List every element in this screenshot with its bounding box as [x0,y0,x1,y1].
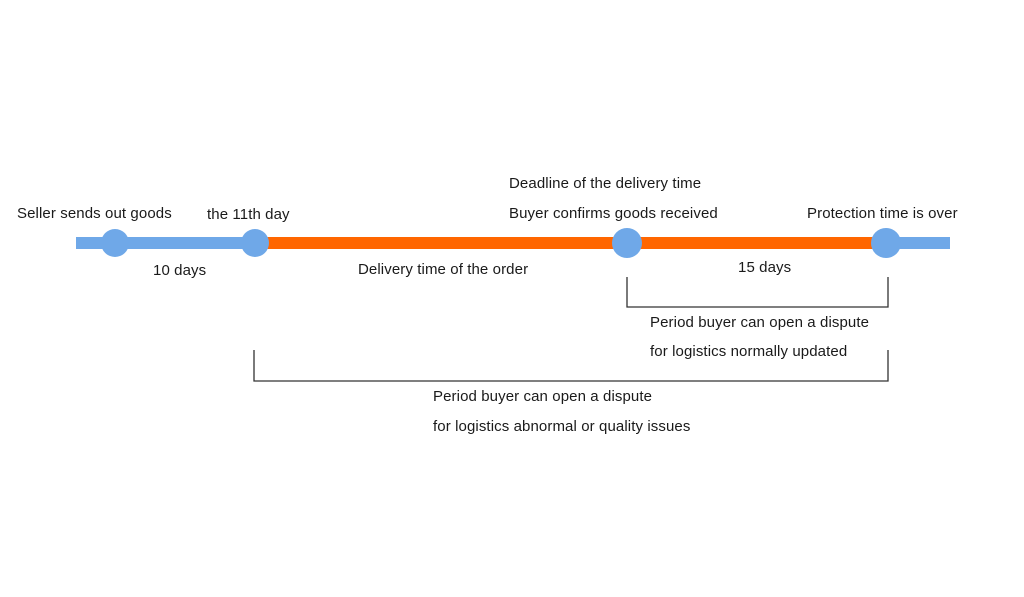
milestone-dot-11th-day [241,229,269,257]
milestone-dot-protection-over [871,228,901,258]
dispute-normal-line2: for logistics normally updated [650,343,848,360]
dispute-abnormal-line1: Period buyer can open a dispute [433,388,653,405]
dispute-abnormal-line2: for logistics abnormal or quality issues [433,418,691,435]
milestone-label-protection-over: Protection time is over [807,205,958,222]
period-label-delivery: Delivery time of the order [358,261,529,278]
milestone-dot-seller-sends [101,229,129,257]
period-label-first: 10 days [153,262,207,279]
period-label-last: 15 days [738,259,792,276]
milestone-label-seller-sends: Seller sends out goods [17,205,172,222]
bracket-dispute-normal [626,277,889,308]
milestone-label-buyer-confirms: Buyer confirms goods received [509,205,718,222]
dispute-normal-line1: Period buyer can open a dispute [650,314,870,331]
milestone-dot-deadline [612,228,642,258]
milestone-label-11th-day: the 11th day [207,206,290,223]
bracket-dispute-abnormal [253,350,889,382]
milestone-label-deadline: Deadline of the delivery time [509,175,702,192]
